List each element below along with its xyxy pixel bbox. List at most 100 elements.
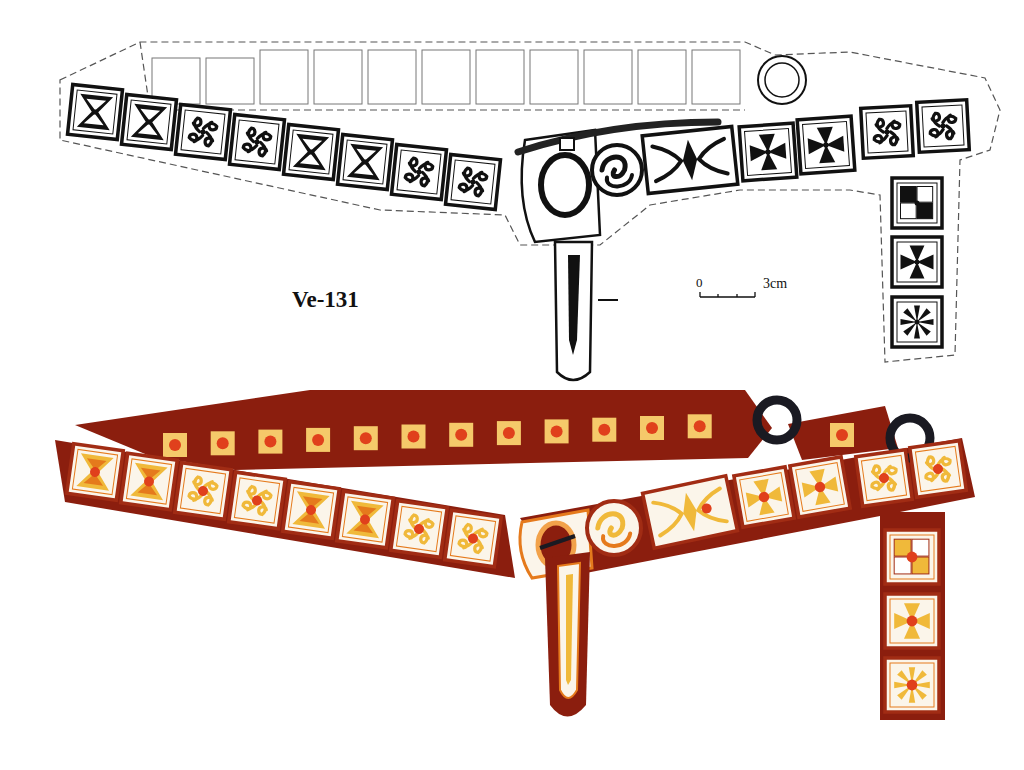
tongue-inlay bbox=[558, 563, 580, 698]
square-stud bbox=[545, 419, 569, 443]
plaque-inner bbox=[73, 90, 117, 134]
plaque-frame bbox=[338, 135, 393, 190]
swirl-motif bbox=[598, 514, 623, 535]
plaque-frame bbox=[391, 501, 447, 557]
plaque-frame bbox=[122, 95, 177, 150]
plaque-dot bbox=[89, 466, 100, 477]
plaque-frame bbox=[856, 450, 912, 506]
belt-plaque bbox=[175, 463, 231, 519]
plaque-motif bbox=[243, 144, 257, 153]
stud-dot bbox=[360, 432, 372, 444]
plaque-motif bbox=[137, 468, 160, 495]
plaque-inner bbox=[897, 302, 937, 342]
plaque-inner bbox=[343, 140, 387, 184]
plaque-inner bbox=[890, 599, 934, 643]
belt-plaque bbox=[283, 482, 339, 538]
plaque-dot bbox=[940, 123, 945, 128]
belt-plaque bbox=[861, 106, 914, 159]
leader-line bbox=[598, 299, 618, 301]
plaque-motif bbox=[930, 129, 943, 137]
plaque-dot bbox=[305, 504, 316, 515]
plaque-motif bbox=[346, 501, 383, 538]
plaque-dot bbox=[878, 472, 889, 483]
plaque-frame bbox=[797, 116, 855, 174]
plaque-motif bbox=[131, 104, 167, 140]
plaque-inner bbox=[397, 150, 441, 194]
belt-plaque bbox=[445, 510, 501, 566]
plaque-motif bbox=[903, 308, 919, 324]
square-stud bbox=[258, 430, 282, 454]
square-stud bbox=[163, 433, 187, 457]
plaque-frame bbox=[885, 594, 939, 648]
plaque-dot bbox=[308, 149, 313, 154]
belt-plaque bbox=[338, 135, 393, 190]
plaque-inner bbox=[450, 516, 495, 561]
plaque-inner bbox=[126, 459, 171, 504]
belt-plaque bbox=[892, 178, 942, 228]
plaque-dot bbox=[758, 491, 770, 503]
belt-plaque bbox=[917, 100, 970, 153]
stud-dot bbox=[646, 422, 658, 434]
plaque-frame bbox=[175, 463, 231, 519]
belt-plaque bbox=[392, 145, 447, 200]
plaque-inner bbox=[72, 449, 117, 494]
rect-motif bbox=[653, 488, 726, 535]
plaque-frame bbox=[885, 658, 939, 712]
belt-plaque bbox=[892, 237, 942, 287]
scale-label: 3cm bbox=[763, 276, 787, 291]
stud-dot bbox=[169, 439, 181, 451]
plaque-inner bbox=[745, 129, 792, 176]
plaque-motif bbox=[130, 463, 167, 500]
colour-reconstruction bbox=[55, 390, 975, 720]
plaque-motif bbox=[205, 132, 214, 146]
plaque-motif bbox=[293, 134, 329, 170]
plaque-motif bbox=[193, 118, 202, 132]
plaque-dot bbox=[362, 159, 367, 164]
scale-label: 0 bbox=[696, 276, 703, 290]
line-drawing bbox=[60, 42, 1000, 380]
swirl-motif bbox=[607, 175, 632, 187]
plaque-dot bbox=[907, 680, 918, 691]
stud-dot bbox=[551, 425, 563, 437]
plaque-frame bbox=[229, 472, 285, 528]
belt-plaque bbox=[67, 444, 123, 500]
round-frame bbox=[592, 145, 642, 195]
plaque-motif bbox=[77, 94, 113, 130]
plaque-frame bbox=[283, 482, 339, 538]
empty-plaque-outline bbox=[584, 50, 632, 104]
stud-dot bbox=[694, 420, 706, 432]
plaque-motif bbox=[876, 119, 884, 132]
round-frame bbox=[587, 501, 641, 555]
plaque-dot bbox=[200, 129, 205, 134]
plaque-inner bbox=[180, 468, 225, 513]
plaque-frame bbox=[445, 510, 501, 566]
plaque-motif bbox=[347, 144, 383, 180]
belt-plaque bbox=[892, 297, 942, 347]
stud-dot bbox=[455, 429, 467, 441]
plaque-motif bbox=[874, 135, 887, 143]
empty-plaque-outline bbox=[260, 50, 308, 104]
plaque-dot bbox=[467, 533, 478, 544]
stud-dot bbox=[217, 437, 229, 449]
square-stud bbox=[402, 425, 426, 449]
plaque-frame bbox=[917, 100, 970, 153]
rect-motif bbox=[652, 139, 727, 181]
plaque-dot bbox=[701, 503, 713, 515]
belt-plaque bbox=[790, 457, 850, 517]
square-stud bbox=[830, 423, 854, 447]
plaque-inner bbox=[803, 122, 850, 169]
empty-plaque-outline bbox=[206, 58, 254, 104]
plaque-dot bbox=[416, 169, 421, 174]
square-stud bbox=[306, 428, 330, 452]
empty-plaque-outline bbox=[530, 50, 578, 104]
plaque-inner bbox=[396, 506, 441, 551]
plaque-dot bbox=[254, 139, 259, 144]
belt-plaque bbox=[446, 155, 501, 210]
plaque-frame bbox=[446, 155, 501, 210]
plaque-motif bbox=[354, 149, 376, 176]
plaque-dot bbox=[823, 142, 829, 148]
plaque-motif bbox=[459, 184, 473, 193]
plaque-motif bbox=[299, 496, 322, 523]
